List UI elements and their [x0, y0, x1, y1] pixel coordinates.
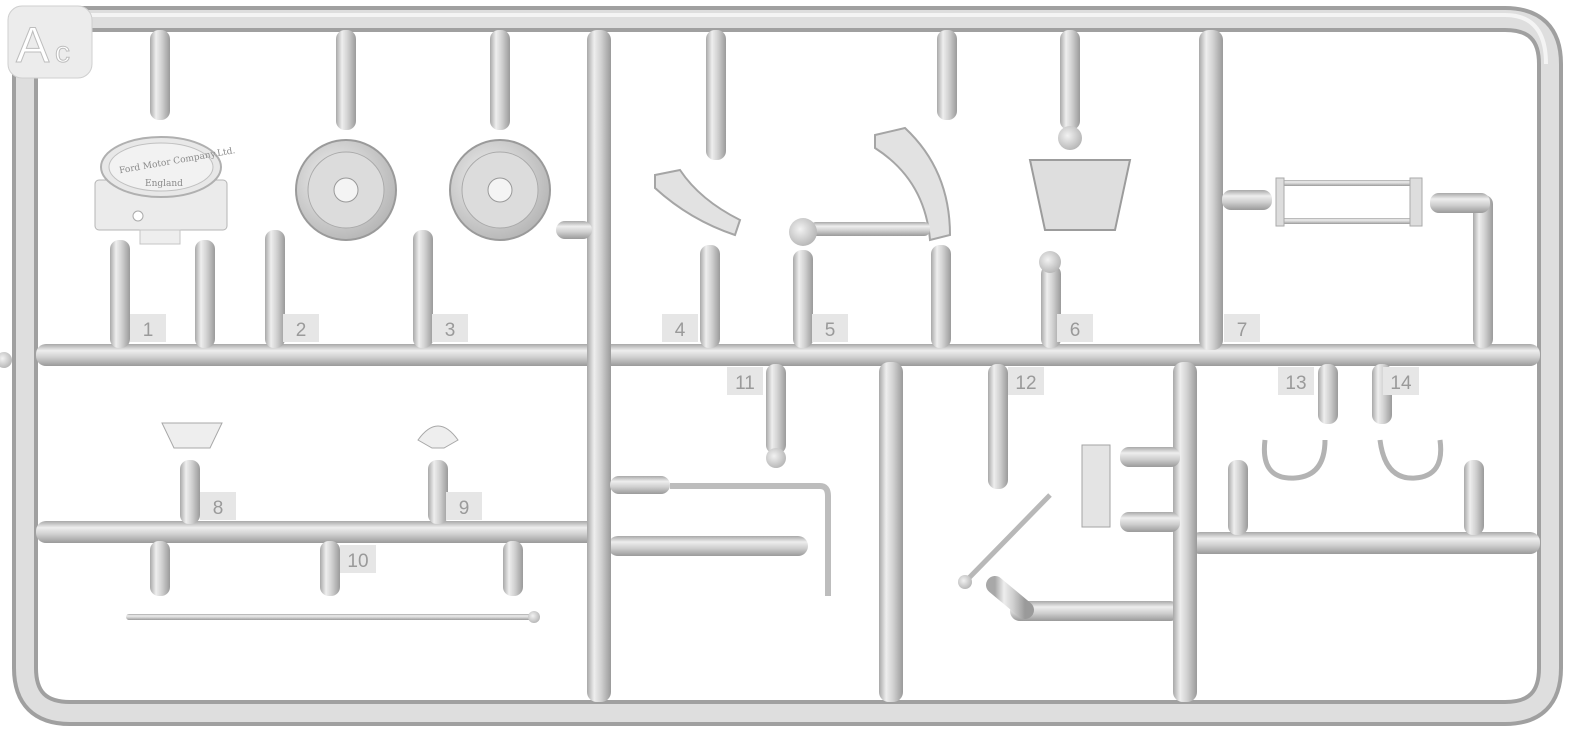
part-7-frame-rod [1275, 177, 1423, 227]
part-4-fender [654, 168, 742, 237]
part-8-bracket [161, 422, 223, 449]
tag-11: 11 [727, 367, 763, 395]
svg-text:14: 14 [1390, 373, 1412, 394]
runner-lower-left [36, 521, 598, 543]
svg-text:1: 1 [143, 320, 154, 341]
svg-text:7: 7 [1237, 320, 1248, 341]
part-2-brake-drum [295, 139, 397, 241]
svg-text:12: 12 [1015, 373, 1036, 394]
svg-text:6: 6 [1070, 320, 1081, 341]
tag-7: 7 [1224, 314, 1260, 342]
part-1-ford-plate: Ford Motor Company.Ltd. England [94, 136, 236, 245]
svg-text:9: 9 [459, 498, 470, 519]
part-9-bracket [417, 425, 459, 449]
part-5-fender [789, 126, 952, 246]
tag-5: 5 [812, 314, 848, 342]
svg-text:10: 10 [347, 551, 368, 572]
part-14-clip [1377, 439, 1444, 481]
tag-4: 4 [662, 314, 698, 342]
part-6-bracket [1028, 126, 1132, 273]
tag-10: 10 [340, 545, 376, 573]
part-10-rod [126, 611, 540, 623]
tag-2: 2 [283, 314, 319, 342]
tag-13: 13 [1278, 367, 1314, 395]
tag-14: 14 [1383, 367, 1419, 395]
svg-text:5: 5 [825, 320, 836, 341]
part-12-lever [958, 444, 1111, 619]
runner-11 [608, 536, 808, 556]
runner-middle [36, 344, 1540, 366]
tag-9: 9 [446, 492, 482, 520]
tag-6: 6 [1057, 314, 1093, 342]
svg-text:3: 3 [445, 320, 456, 341]
sprue-logo: A c [7, 5, 93, 79]
part-3-brake-drum [449, 139, 551, 241]
tag-12: 12 [1008, 367, 1044, 395]
tag-3: 3 [432, 314, 468, 342]
runner-12 [1010, 601, 1180, 621]
runner-v1 [587, 30, 611, 702]
svg-text:England: England [145, 179, 183, 189]
runner-v2 [1199, 30, 1223, 350]
svg-text:4: 4 [675, 320, 686, 341]
tag-1: 1 [130, 314, 166, 342]
runners [36, 30, 1540, 702]
svg-text:c: c [55, 36, 70, 69]
svg-text:13: 13 [1285, 373, 1306, 394]
runner-13-14 [1190, 532, 1540, 554]
svg-text:8: 8 [213, 498, 224, 519]
svg-text:A: A [16, 17, 50, 73]
svg-text:2: 2 [296, 320, 307, 341]
runner-v4 [1173, 362, 1197, 702]
part-11-pipe [670, 483, 831, 596]
svg-text:11: 11 [735, 373, 755, 394]
part-13-clip [1261, 439, 1328, 481]
runner-v3 [879, 362, 903, 702]
part-number-tags: 1 2 3 4 5 6 7 8 9 10 11 12 13 14 [130, 314, 1419, 573]
gate-nub [0, 352, 12, 368]
tag-8: 8 [200, 492, 236, 520]
